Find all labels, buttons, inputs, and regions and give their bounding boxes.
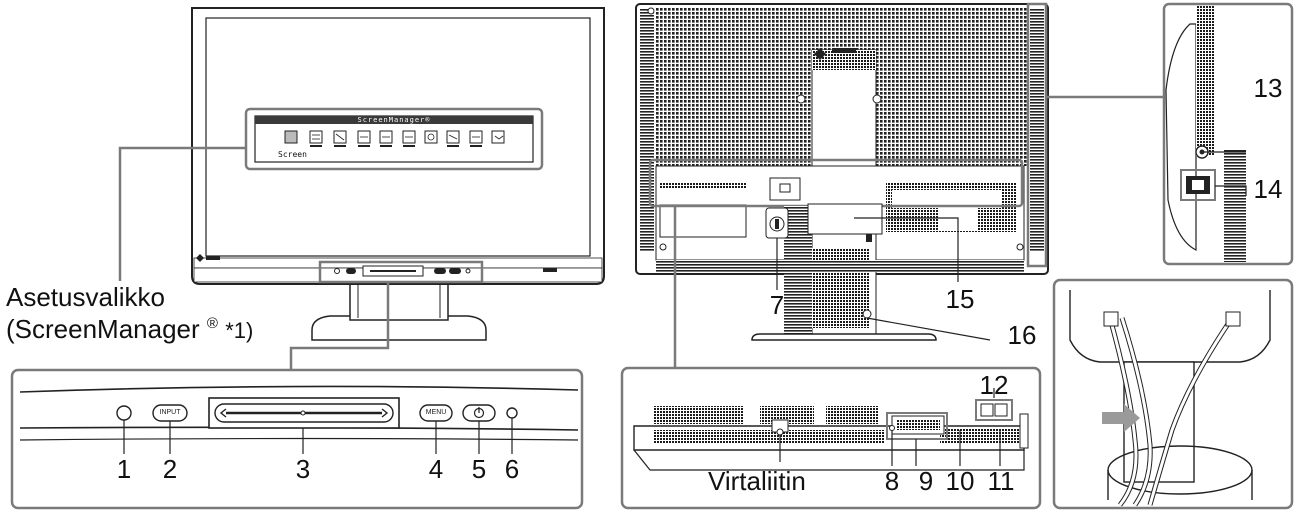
settings-menu-label: Asetusvalikko <box>6 282 165 312</box>
screenmanager-prefix: (ScreenManager <box>6 314 200 344</box>
callout-4: 4 <box>428 454 444 484</box>
front-controls-leader <box>289 282 390 370</box>
arrow-icon <box>1102 404 1140 432</box>
front-controls-zoom <box>10 368 584 510</box>
cable-holder-zoom <box>1052 278 1294 510</box>
callout-13: 13 <box>1253 73 1283 103</box>
settings-menu-leader <box>118 146 246 281</box>
callout-14: 14 <box>1253 174 1283 204</box>
input-button[interactable]: INPUT <box>159 409 181 416</box>
callout-12: 12 <box>979 370 1009 400</box>
screenmanager-title: ScreenManager® <box>357 116 431 124</box>
callout-10: 10 <box>945 466 975 496</box>
callout-8: 8 <box>884 466 900 496</box>
screenmanager-label: (ScreenManager ® *1) <box>6 316 253 342</box>
callout-16: 16 <box>1007 320 1037 350</box>
footnote-mark: *1) <box>225 318 254 343</box>
callout-6: 6 <box>504 454 520 484</box>
callout-1: 1 <box>116 454 132 484</box>
power-connector-label: Virtaliitin <box>708 466 806 496</box>
eizo-logo-front <box>196 254 220 262</box>
rear-connectors-zoom <box>620 366 1042 510</box>
screenmanager-selected-item: Screen <box>278 150 307 159</box>
side-zoom-panel <box>1162 2 1294 266</box>
callout-5: 5 <box>471 454 487 484</box>
front-monitor <box>191 7 605 341</box>
callout-2: 2 <box>162 454 178 484</box>
callout-7: 7 <box>769 290 785 320</box>
screenmanager-menu <box>244 107 544 171</box>
callout-3: 3 <box>295 454 311 484</box>
front-callout-lines <box>123 418 513 454</box>
registered-mark: ® <box>206 315 218 332</box>
connector-callout-lines <box>779 388 1001 466</box>
callout-9: 9 <box>918 466 934 496</box>
rear-callout-lines <box>776 217 991 341</box>
menu-button[interactable]: MENU <box>425 409 447 416</box>
callout-15: 15 <box>945 284 975 314</box>
callout-11: 11 <box>987 466 1015 496</box>
rear-monitor <box>635 3 1049 341</box>
